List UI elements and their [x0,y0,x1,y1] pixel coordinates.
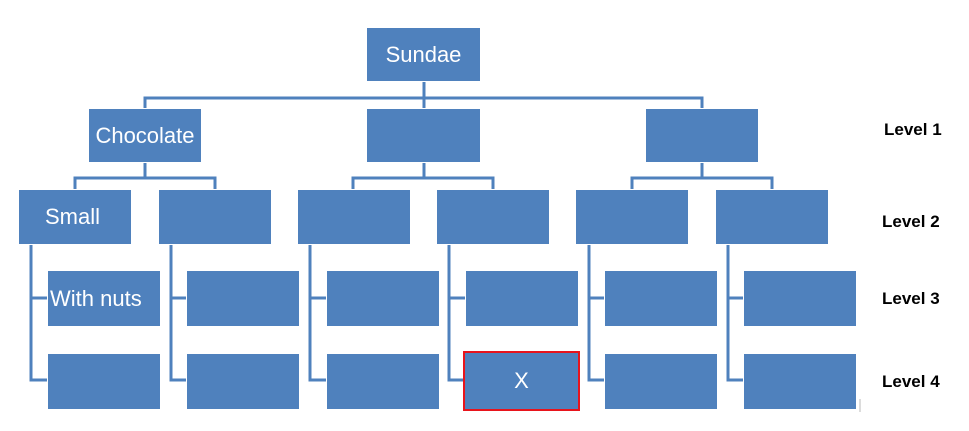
connector-l2c-leaves [308,243,329,382]
node-level4-a[interactable] [47,353,161,410]
node-level4-x-selected[interactable]: X [463,351,580,411]
node-level4-e[interactable] [604,353,718,410]
connector-l2b-leaves [169,243,190,382]
node-level2-f[interactable] [715,189,829,245]
connector-l2e-leaves [587,243,608,382]
node-level3-d[interactable] [465,270,579,327]
node-level1-middle[interactable] [366,108,481,163]
level-3-label: Level 3 [882,289,940,308]
node-level4-f[interactable] [743,353,857,410]
level-1-label: Level 1 [884,120,942,139]
node-level3-with-nuts[interactable]: With nuts [47,270,161,327]
node-level3-c[interactable] [326,270,440,327]
connector-root-level1 [143,80,704,111]
connector-l2f-leaves [726,243,747,382]
node-level2-small[interactable]: Small [18,189,132,245]
connector-right-children [630,161,774,192]
level-4-label: Level 4 [882,372,940,391]
node-level3-e[interactable] [604,270,718,327]
node-level2-c[interactable] [297,189,411,245]
node-level2-d[interactable] [436,189,550,245]
node-level2-b[interactable] [158,189,272,245]
connector-small-leaves [29,243,50,382]
node-level2-e[interactable] [575,189,689,245]
node-root[interactable]: Sundae [366,27,481,82]
connector-mid-children [351,161,495,192]
connector-chocolate-children [73,161,217,192]
node-level1-chocolate[interactable]: Chocolate [88,108,202,163]
node-level3-f[interactable] [743,270,857,327]
node-level4-c[interactable] [326,353,440,410]
level-2-label: Level 2 [882,212,940,231]
node-level4-b[interactable] [186,353,300,410]
node-level3-b[interactable] [186,270,300,327]
node-level1-right[interactable] [645,108,759,163]
